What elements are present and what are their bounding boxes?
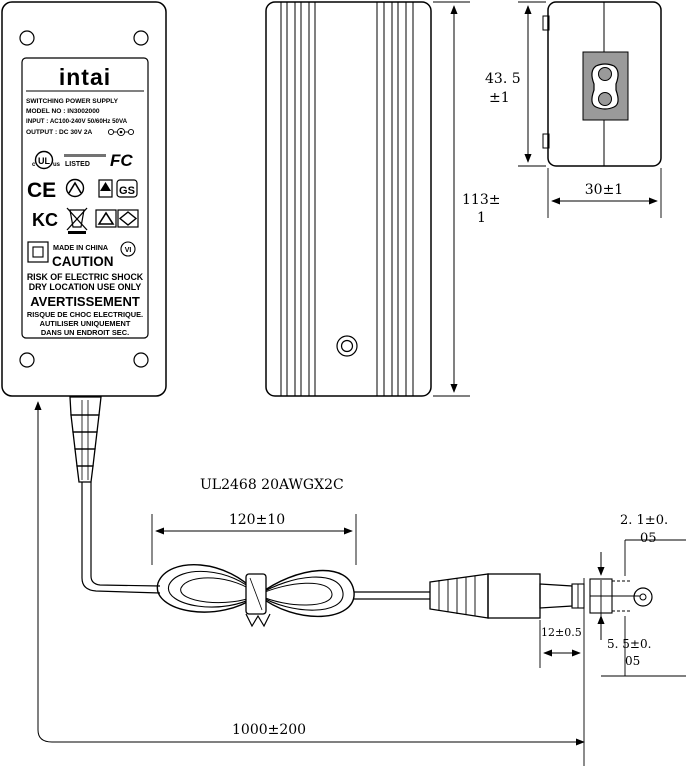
caution-heading: CAUTION: [52, 254, 114, 269]
svg-text:VI: VI: [125, 247, 132, 254]
kc-mark-icon: KC: [32, 210, 58, 230]
screw-hole-icon: [19, 30, 35, 46]
svg-text:c: c: [32, 162, 36, 168]
outer-diameter-dimension: 5. 5±0. 05: [597, 615, 686, 677]
ce-mark-icon: CE: [27, 179, 56, 202]
warning-line-1: RISK OF ELECTRIC SHOCK: [27, 272, 144, 282]
length-dimension: 113± 1: [433, 1, 504, 397]
barrel-end-icon: [633, 587, 653, 607]
svg-text:us: us: [53, 162, 61, 168]
end-view: [542, 1, 662, 167]
cable-length-dimension: 1000±200: [34, 401, 585, 746]
length-tolerance: 1: [477, 210, 486, 226]
gs-mark-icon: GS: [116, 179, 138, 198]
rcm-icon: [65, 178, 85, 198]
height-value: 43. 5: [485, 71, 521, 87]
label-title: SWITCHING POWER SUPPLY: [26, 98, 119, 105]
ul-listed-icon: UL c us LISTED: [32, 150, 106, 170]
polarity-icon: [107, 127, 135, 137]
screw-hole-icon: [133, 352, 149, 368]
label-output: OUTPUT : DC 30V 2A: [26, 129, 93, 136]
length-value: 113±: [462, 192, 500, 208]
coil-dimension: 120±10: [151, 512, 357, 565]
pse-icon: [98, 179, 113, 198]
french-line-1: RISQUE DE CHOC ELECTRIQUE.: [27, 310, 143, 319]
french-line-3: DANS UN ENDROIT SEC.: [41, 328, 129, 337]
safety-mark-icon: [95, 209, 139, 228]
width-dimension: 30±1: [547, 168, 662, 218]
plug-tip-detail: [589, 578, 653, 614]
efficiency-level-icon: VI: [120, 241, 136, 257]
made-in-china: MADE IN CHINA: [53, 243, 108, 252]
coil-value: 120±10: [229, 512, 285, 528]
outer-diameter-tolerance: 05: [625, 654, 640, 668]
side-view: [265, 1, 432, 397]
svg-text:UL: UL: [38, 156, 50, 166]
svg-text:GS: GS: [119, 185, 135, 197]
dc-cable: [81, 482, 161, 594]
brand-logo: intai: [59, 64, 111, 90]
height-tolerance: ±1: [489, 90, 510, 106]
warning-line-2: DRY LOCATION USE ONLY: [29, 282, 142, 292]
cable-length-value: 1000±200: [232, 722, 306, 738]
height-dimension: 43. 5 ±1: [478, 1, 546, 167]
weee-bin-icon: [66, 207, 88, 234]
double-insulation-icon: [27, 241, 49, 263]
cable-coil: [156, 564, 355, 628]
dc-plug: [429, 573, 585, 619]
screw-hole-icon: [133, 30, 149, 46]
fcc-icon: FC: [110, 151, 133, 170]
rating-label: [21, 57, 149, 339]
screw-hole-icon: [19, 352, 35, 368]
front-view: intai SWITCHING POWER SUPPLY MODEL NO : …: [1, 1, 167, 397]
label-input: INPUT : AC100-240V 50/60Hz 50VA: [26, 118, 128, 125]
outer-diameter-value: 5. 5±0.: [607, 637, 651, 651]
plug-length-value: 12±0.5: [541, 626, 582, 639]
strain-relief: [69, 396, 102, 483]
screw-hole-icon: [336, 335, 358, 357]
svg-text:LISTED: LISTED: [65, 161, 90, 168]
pin-diameter-tolerance: 05: [640, 531, 657, 546]
french-line-2: AUTILISER UNIQUEMENT: [40, 319, 131, 328]
label-model: MODEL NO : IN3002000: [26, 108, 100, 115]
pin-diameter-dimension: 2. 1±0. 05: [597, 513, 686, 626]
avertissement-heading: AVERTISSEMENT: [30, 294, 140, 309]
cable-spec: UL2468 20AWGX2C: [200, 477, 344, 493]
pin-diameter-value: 2. 1±0.: [620, 513, 668, 528]
width-value: 30±1: [585, 182, 623, 198]
